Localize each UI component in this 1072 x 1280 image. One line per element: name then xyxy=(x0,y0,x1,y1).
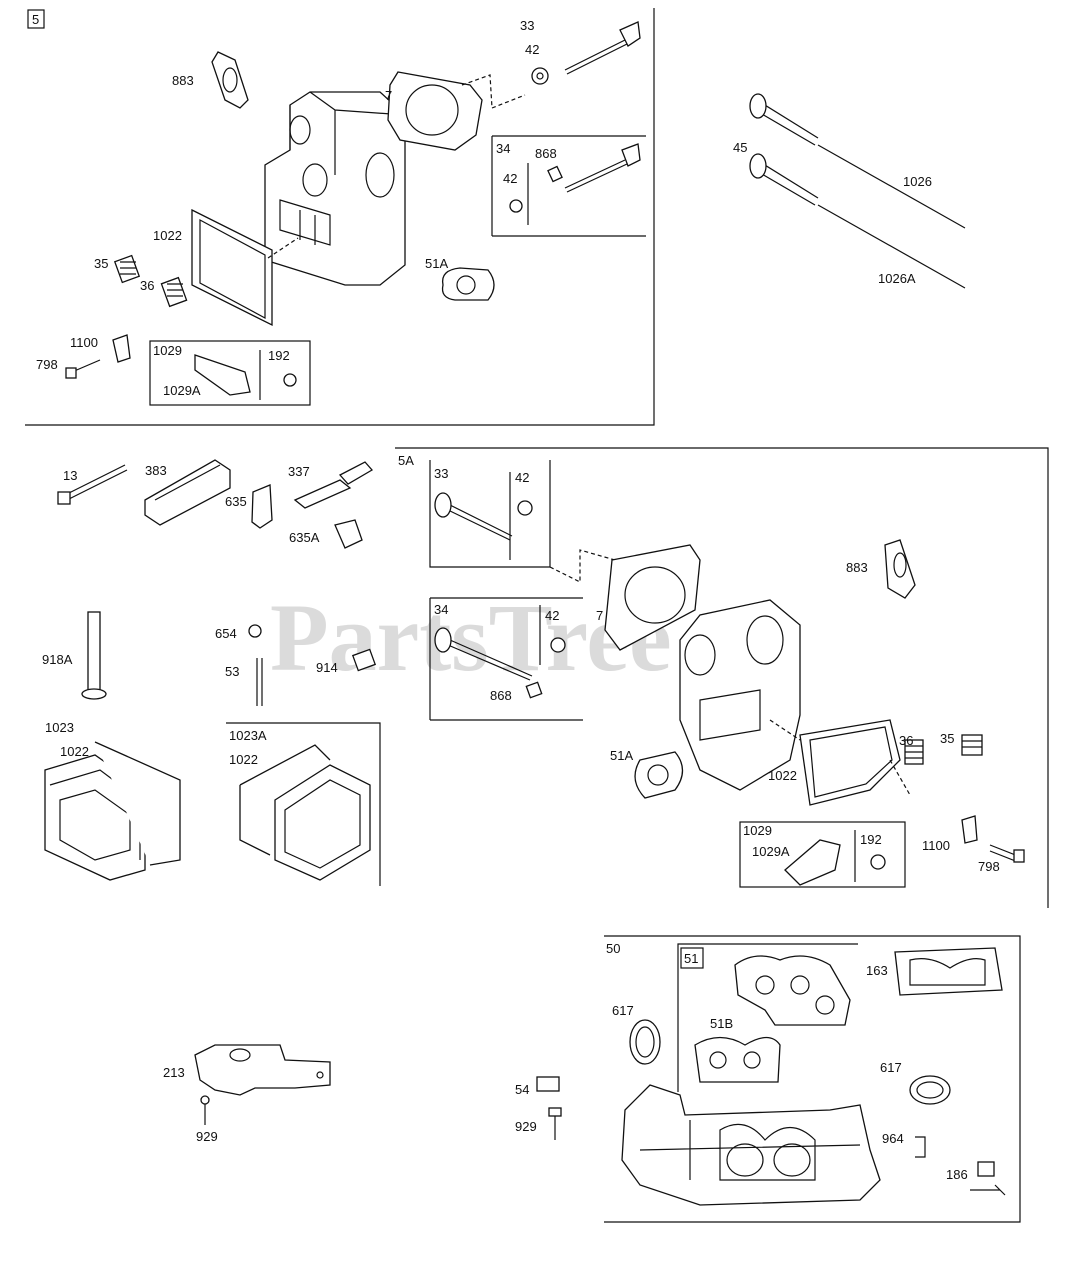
svg-text:883: 883 xyxy=(846,560,868,575)
svg-text:929: 929 xyxy=(515,1119,537,1134)
svg-text:1029: 1029 xyxy=(743,823,772,838)
cylinder-head-5a-illustration xyxy=(679,599,801,791)
svg-text:1026: 1026 xyxy=(903,174,932,189)
section-5a-id: 5A xyxy=(398,453,414,468)
rocker-box-1029-5a xyxy=(739,821,906,888)
svg-text:1022: 1022 xyxy=(229,752,258,767)
svg-text:1022: 1022 xyxy=(60,744,89,759)
svg-text:192: 192 xyxy=(268,348,290,363)
svg-text:53: 53 xyxy=(225,664,239,679)
svg-text:337: 337 xyxy=(288,464,310,479)
section-50-id: 50 xyxy=(606,941,620,956)
svg-text:51A: 51A xyxy=(425,256,448,271)
section-5: 5 xyxy=(25,8,655,426)
svg-text:42: 42 xyxy=(545,608,559,623)
rocker-box-1029 xyxy=(149,340,311,406)
gasket-51a-illustration xyxy=(441,267,495,301)
bracket-213-illustration xyxy=(194,1044,331,1096)
svg-text:1029A: 1029A xyxy=(163,383,201,398)
section-5-id: 5 xyxy=(32,12,39,27)
svg-text:42: 42 xyxy=(515,470,529,485)
svg-text:617: 617 xyxy=(612,1003,634,1018)
svg-text:883: 883 xyxy=(172,73,194,88)
svg-text:1100: 1100 xyxy=(922,838,950,853)
svg-text:1100: 1100 xyxy=(70,335,98,350)
svg-text:1029A: 1029A xyxy=(752,844,790,859)
svg-text:186: 186 xyxy=(946,1167,968,1182)
svg-text:13: 13 xyxy=(63,468,77,483)
svg-text:192: 192 xyxy=(860,832,882,847)
svg-text:213: 213 xyxy=(163,1065,185,1080)
section-misc-parts: 13 383 337 635 635A 918A 654 53 914 1023… xyxy=(42,459,381,886)
svg-text:36: 36 xyxy=(899,733,913,748)
svg-text:35: 35 xyxy=(94,256,108,271)
svg-text:1023A: 1023A xyxy=(229,728,267,743)
tube-918a-illustration xyxy=(87,611,101,695)
svg-text:1026A: 1026A xyxy=(878,271,916,286)
gasket-883-illustration xyxy=(211,51,249,109)
svg-text:617: 617 xyxy=(880,1060,902,1075)
svg-text:163: 163 xyxy=(866,963,888,978)
svg-text:42: 42 xyxy=(525,42,539,57)
svg-text:868: 868 xyxy=(535,146,557,161)
svg-text:45: 45 xyxy=(733,140,747,155)
section-51-id: 51 xyxy=(684,951,698,966)
svg-text:798: 798 xyxy=(978,859,1000,874)
section-push-rods: 45 1026 1026A xyxy=(733,93,966,289)
svg-text:918A: 918A xyxy=(42,652,73,667)
svg-text:383: 383 xyxy=(145,463,167,478)
svg-text:33: 33 xyxy=(434,466,448,481)
svg-text:35: 35 xyxy=(940,731,954,746)
section-bracket: 213 929 54 929 xyxy=(163,1044,562,1144)
svg-text:42: 42 xyxy=(503,171,517,186)
svg-text:798: 798 xyxy=(36,357,58,372)
valve-cover-1023a-illustration xyxy=(274,764,371,881)
intake-manifold-illustration xyxy=(621,1084,881,1206)
head-gasket-illustration xyxy=(387,71,483,151)
cylinder-head-illustration xyxy=(264,91,406,286)
svg-text:1023: 1023 xyxy=(45,720,74,735)
svg-text:33: 33 xyxy=(520,18,534,33)
svg-text:635: 635 xyxy=(225,494,247,509)
svg-text:635A: 635A xyxy=(289,530,320,545)
svg-text:929: 929 xyxy=(196,1129,218,1144)
svg-text:1022: 1022 xyxy=(153,228,182,243)
svg-text:1022: 1022 xyxy=(768,768,797,783)
svg-text:51A: 51A xyxy=(610,748,633,763)
rocker-gasket-illustration xyxy=(191,208,273,327)
section-50: 50 51 617 51B 163 xyxy=(604,935,1021,1223)
watermark: PartsTree xyxy=(270,584,672,691)
svg-text:868: 868 xyxy=(490,688,512,703)
svg-text:51B: 51B xyxy=(710,1016,733,1031)
svg-text:1029: 1029 xyxy=(153,343,182,358)
svg-text:54: 54 xyxy=(515,1082,529,1097)
svg-text:964: 964 xyxy=(882,1131,904,1146)
svg-text:34: 34 xyxy=(434,602,448,617)
svg-text:7: 7 xyxy=(596,608,603,623)
svg-text:7: 7 xyxy=(385,88,392,103)
svg-text:914: 914 xyxy=(316,660,338,675)
svg-text:36: 36 xyxy=(140,278,154,293)
section-5a: 5A xyxy=(395,447,1049,908)
svg-text:654: 654 xyxy=(215,626,237,641)
svg-text:34: 34 xyxy=(496,141,510,156)
